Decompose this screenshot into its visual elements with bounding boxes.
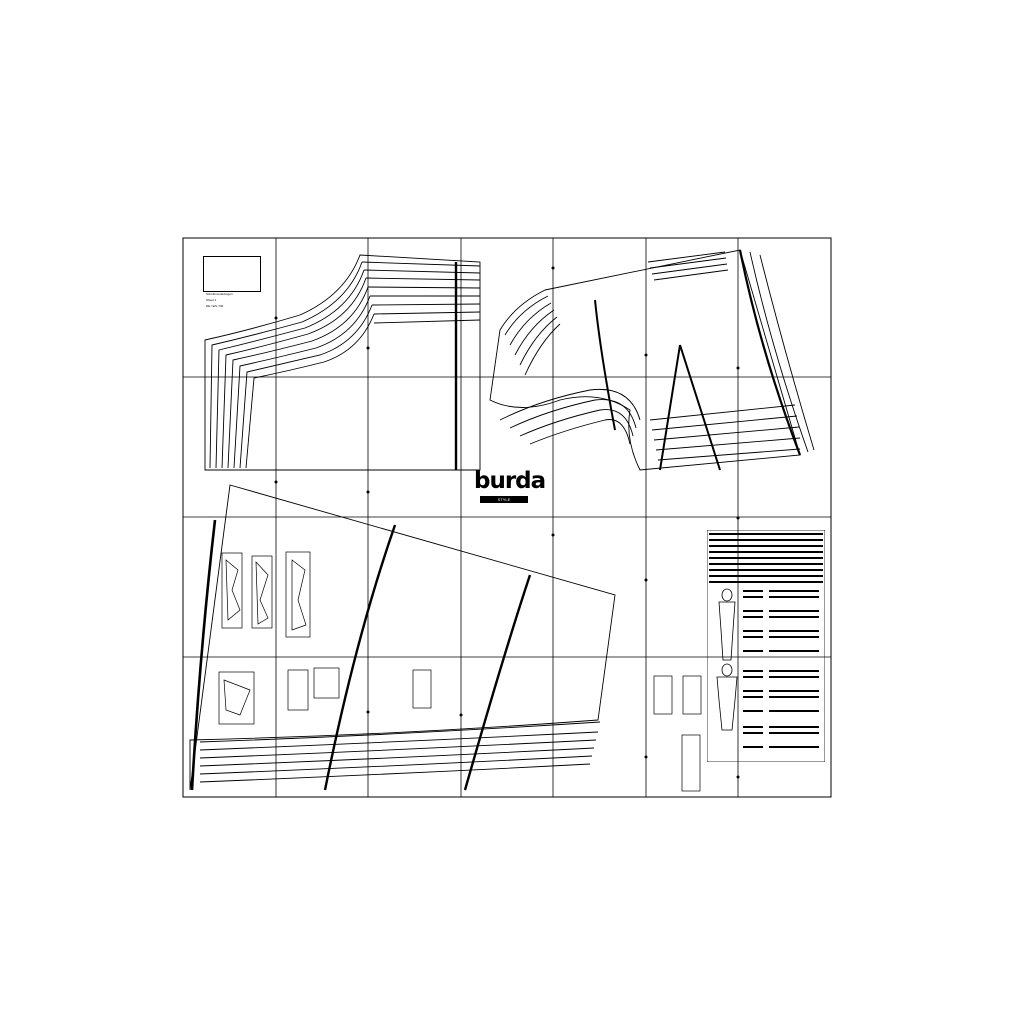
burda-logo: burda <box>474 468 546 494</box>
burda-logo-sub: STYLE <box>480 496 528 503</box>
piece-c-outline <box>189 484 616 791</box>
legend-line-2: Sheet 1 <box>206 298 217 302</box>
grid-markers <box>274 266 740 779</box>
figure-drawings <box>716 588 738 731</box>
legend-box <box>203 256 261 292</box>
legend-line-3: DE / EN / FR <box>206 304 224 308</box>
layout-thumbnails <box>218 551 702 792</box>
sheet-frame <box>182 237 832 798</box>
piece-b-outline <box>489 249 815 471</box>
instruction-panel <box>706 529 826 763</box>
instruction-panel-graphic <box>706 529 826 763</box>
piece-a-outline <box>204 254 481 471</box>
legend-line-1: Schnittmusterbogen <box>206 292 233 296</box>
